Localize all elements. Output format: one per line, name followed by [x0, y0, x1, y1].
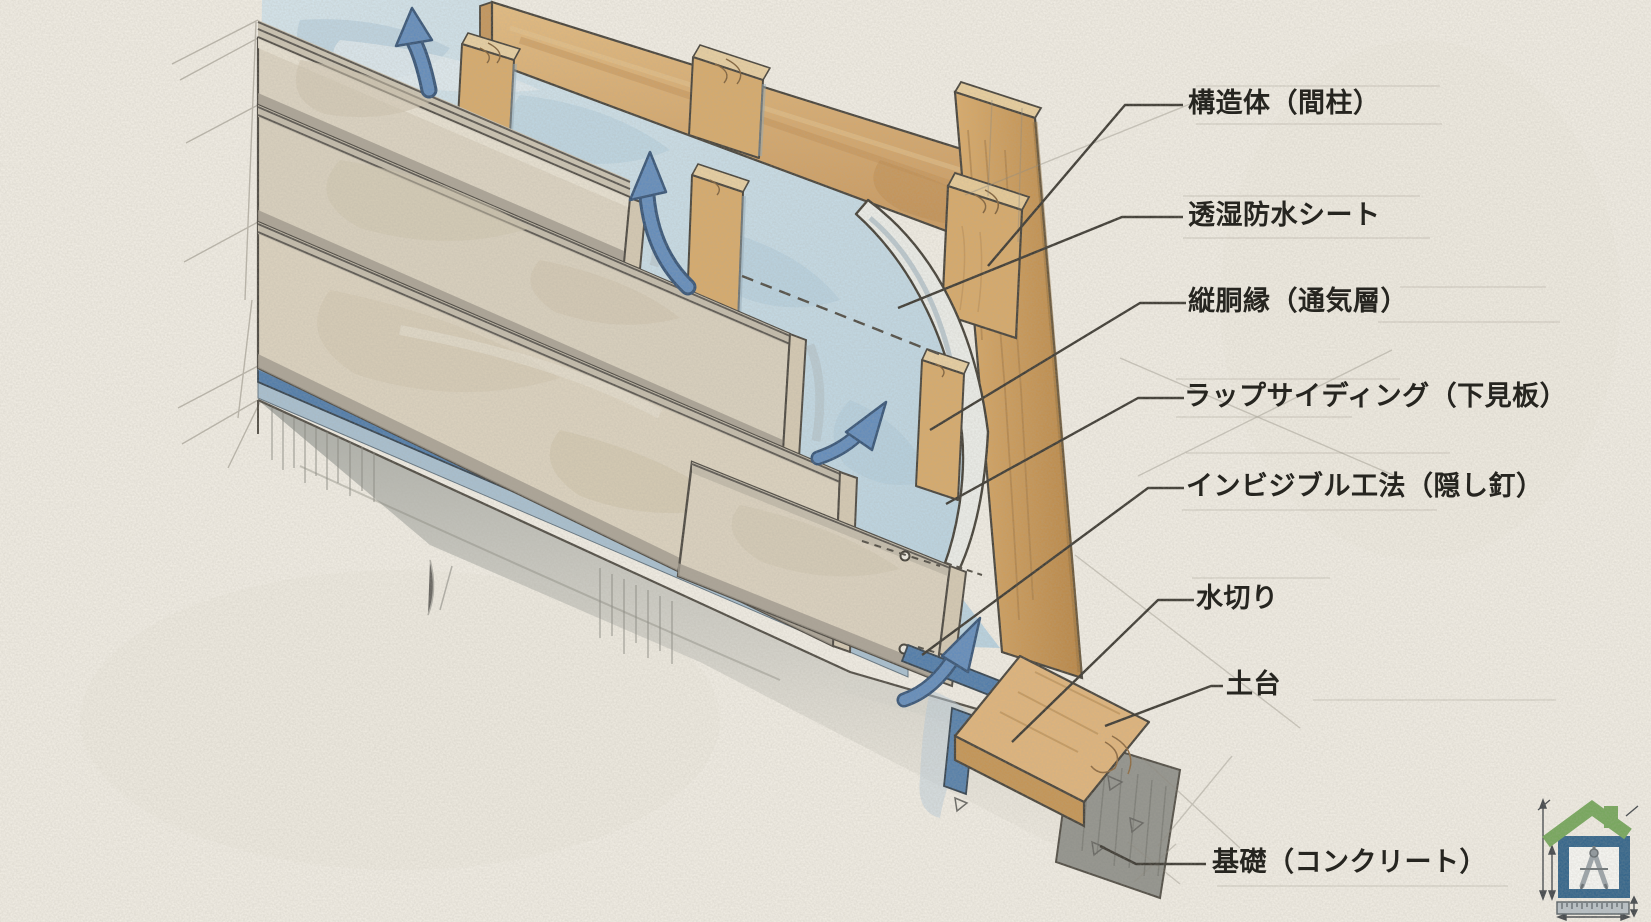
construction-cutaway-illustration [0, 0, 1651, 922]
paper-grain-overlay [0, 0, 1651, 922]
diagram-page: 構造体（間柱）透湿防水シート縦胴縁（通気層）ラップサイディング（下見板）インビジ… [0, 0, 1651, 922]
